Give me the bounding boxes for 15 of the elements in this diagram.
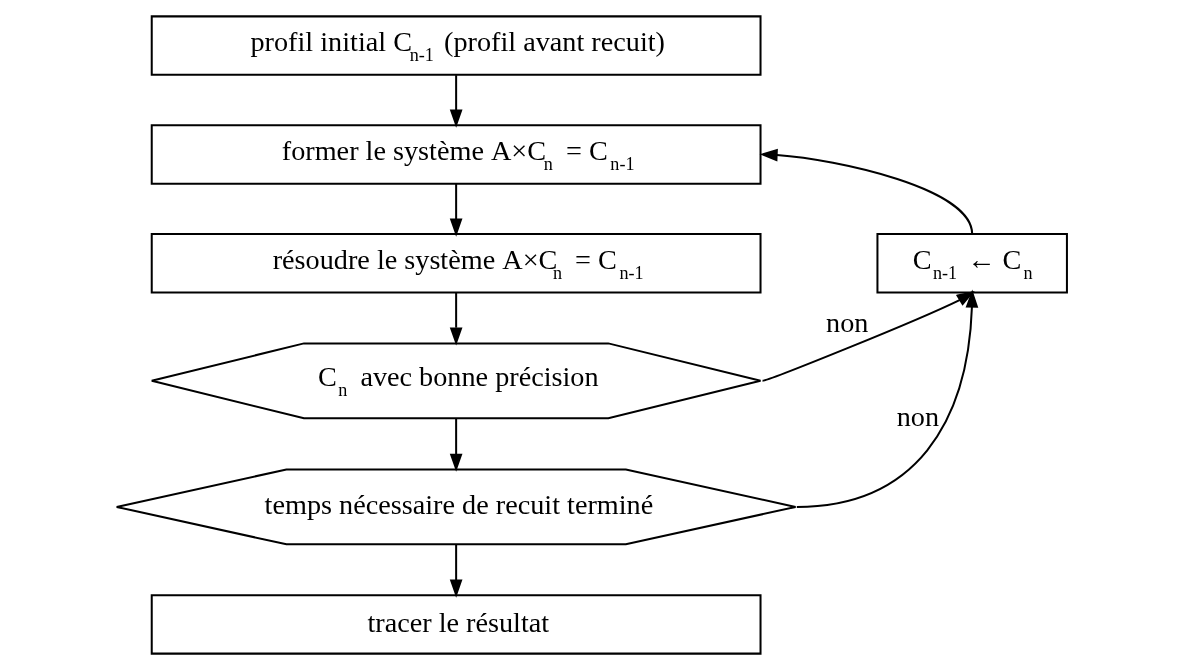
arrow: [759, 148, 973, 235]
arrow: [449, 184, 462, 237]
arrow: [449, 292, 462, 346]
node-box: C$_{n-1}$ ← C$_{n}$: [875, 233, 1068, 294]
arrow: [761, 290, 975, 382]
edge-label: non: [896, 400, 939, 432]
node-box: profil initial C$_{n-1}$ (profil avant recuit): [150, 15, 762, 76]
edge-label: non: [825, 306, 868, 338]
arrow: [449, 544, 462, 598]
node-box: tracer le résultat: [150, 594, 762, 655]
arrow: [449, 75, 462, 128]
arrow: [796, 289, 978, 508]
node-box: former le système A×C$_{n}$ = C$_{n-1}$: [150, 124, 762, 185]
arrow: [449, 418, 462, 472]
node-box: résoudre le système A×C$_{n}$ = C$_{n-1}$: [150, 233, 762, 294]
